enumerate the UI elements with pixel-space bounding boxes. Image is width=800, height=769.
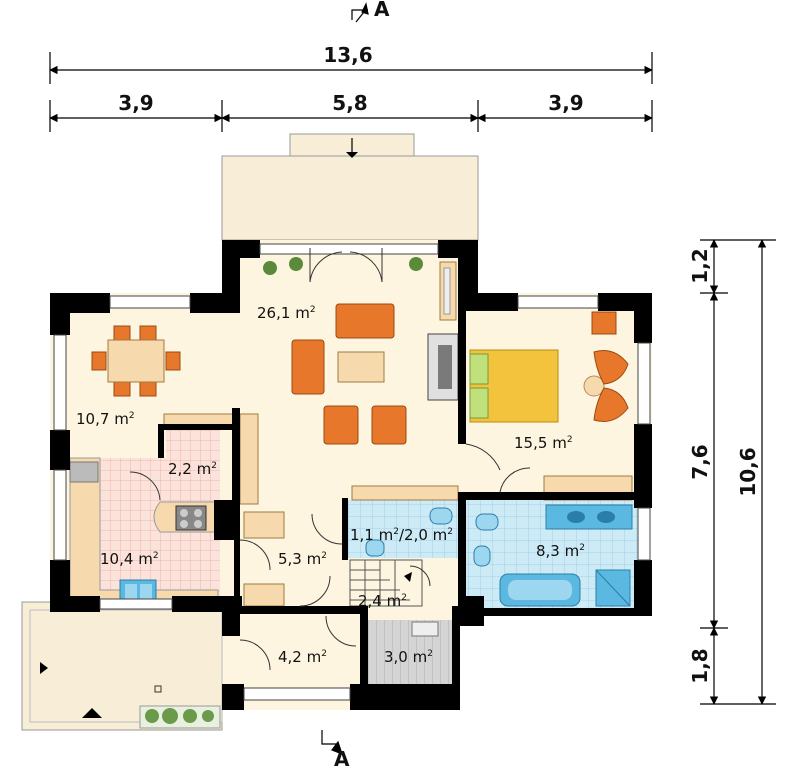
room-label-dining: 10,7 m2 <box>76 410 135 428</box>
section-label-top: A <box>374 0 390 21</box>
desk <box>591 311 617 335</box>
pillow <box>469 387 489 419</box>
coffee-table <box>337 351 385 383</box>
dim-right-width: 3,9 <box>548 91 583 115</box>
dining-table <box>107 339 165 383</box>
planter <box>139 705 221 729</box>
dim-h-top: 1,2 <box>688 248 712 283</box>
entry-arrow-left-icon <box>40 662 48 674</box>
section-mark-top <box>351 2 369 23</box>
dining-set <box>91 325 181 397</box>
dim-h-bottom: 1,8 <box>688 648 712 683</box>
room-label-living: 26,1 m2 <box>257 304 316 322</box>
room-label-entry: 4,2 m2 <box>278 648 327 666</box>
bidet-icon <box>473 545 491 567</box>
plant-icon <box>263 257 423 275</box>
windows <box>53 243 651 701</box>
terrace-top <box>221 155 479 241</box>
right-dimensions <box>700 239 776 705</box>
armchair <box>593 350 629 385</box>
hall-cabinet <box>243 511 285 539</box>
section-label-bottom: A <box>334 747 350 769</box>
dim-left-width: 3,9 <box>118 91 153 115</box>
top-dimensions <box>49 52 653 132</box>
stove-icon <box>175 505 207 531</box>
side-table <box>583 375 605 397</box>
washbasin-icon <box>567 511 585 523</box>
wc-basin-icon <box>365 539 385 557</box>
lamp-icon <box>154 685 162 693</box>
entry-arrow-bottom-icon <box>82 708 102 718</box>
dim-middle-width: 5,8 <box>332 91 367 115</box>
utility-sink-icon <box>411 621 439 637</box>
room-label-stairs: 2,4 m2 <box>358 592 407 610</box>
room-label-hall: 5,3 m2 <box>278 550 327 568</box>
walls <box>50 240 652 710</box>
pantry-tiles <box>166 430 220 500</box>
cabinet <box>239 413 259 505</box>
room-label-pantry: 2,2 m2 <box>168 460 217 478</box>
hall-wardrobe <box>351 485 459 501</box>
stairs <box>349 559 423 607</box>
section-mark-bottom <box>321 730 343 756</box>
fridge-icon <box>69 461 99 483</box>
toilet-icon <box>475 513 499 531</box>
washbasin-icon <box>597 511 615 523</box>
room-label-bathroom: 8,3 m2 <box>536 542 585 560</box>
entry-arrow-top-icon <box>346 152 358 158</box>
room-labels: 26,1 m2 10,7 m2 15,5 m2 2,2 m2 10,4 m2 5… <box>76 304 585 666</box>
dim-h-mid: 7,6 <box>688 444 712 479</box>
pillow <box>469 353 489 385</box>
bath-counter <box>545 504 633 530</box>
hall-cabinet <box>243 583 285 607</box>
dim-total-height: 10,6 <box>736 447 760 496</box>
room-label-utility: 3,0 m2 <box>384 648 433 666</box>
dim-total-width: 13,6 <box>323 43 372 67</box>
armchair <box>593 387 629 422</box>
doors <box>129 248 531 671</box>
room-label-kitchen: 10,4 m2 <box>100 550 159 568</box>
room-label-bedroom: 15,5 m2 <box>514 434 573 452</box>
living-furniture <box>291 303 407 445</box>
stairs-arrow-icon <box>404 572 412 582</box>
wc-toilet-icon <box>429 507 453 525</box>
planter-plants <box>145 708 214 724</box>
room-label-wc: 1,1 m2/2,0 m2 <box>350 526 453 544</box>
